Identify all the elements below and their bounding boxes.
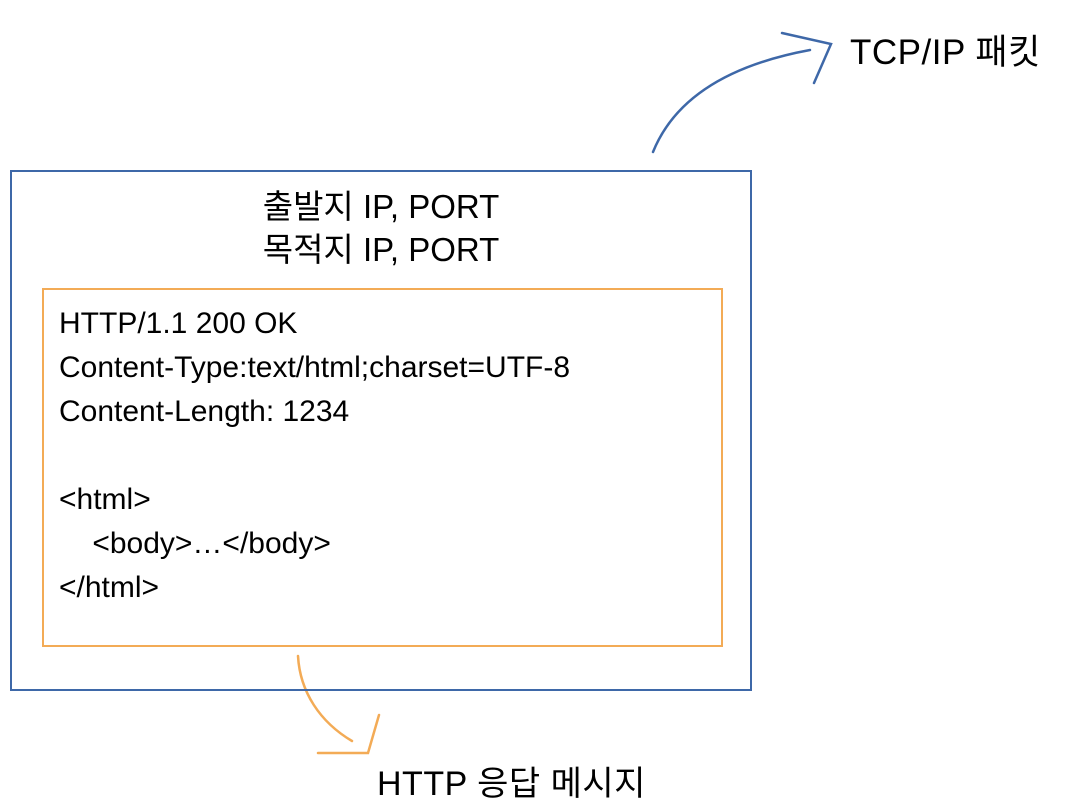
tcp-ip-arrow-icon — [651, 31, 833, 154]
packet-header-source: 출발지 IP, PORT — [262, 188, 500, 225]
http-content-type-line: Content-Type:text/html;charset=UTF-8 — [59, 351, 571, 384]
packet-header-destination: 목적지 IP, PORT — [262, 231, 500, 268]
tcp-packet-label: TCP/IP 패킷 — [850, 33, 1041, 72]
tcp-packet-box: 출발지 IP, PORT 목적지 IP, PORT HTTP/1.1 200 O… — [10, 170, 752, 691]
http-blank-line — [59, 434, 721, 478]
http-content-length-line: Content-Length: 1234 — [59, 395, 350, 428]
http-status-line: HTTP/1.1 200 OK — [59, 307, 298, 340]
html-body-line: <body>…</body> — [59, 527, 331, 560]
http-response-label: HTTP 응답 메시지 — [377, 765, 646, 803]
html-close-tag-line: </html> — [59, 571, 160, 604]
http-message-box: HTTP/1.1 200 OK Content-Type:text/html;c… — [42, 288, 723, 647]
html-open-tag-line: <html> — [59, 483, 151, 516]
packet-header: 출발지 IP, PORT 목적지 IP, PORT — [12, 172, 750, 271]
